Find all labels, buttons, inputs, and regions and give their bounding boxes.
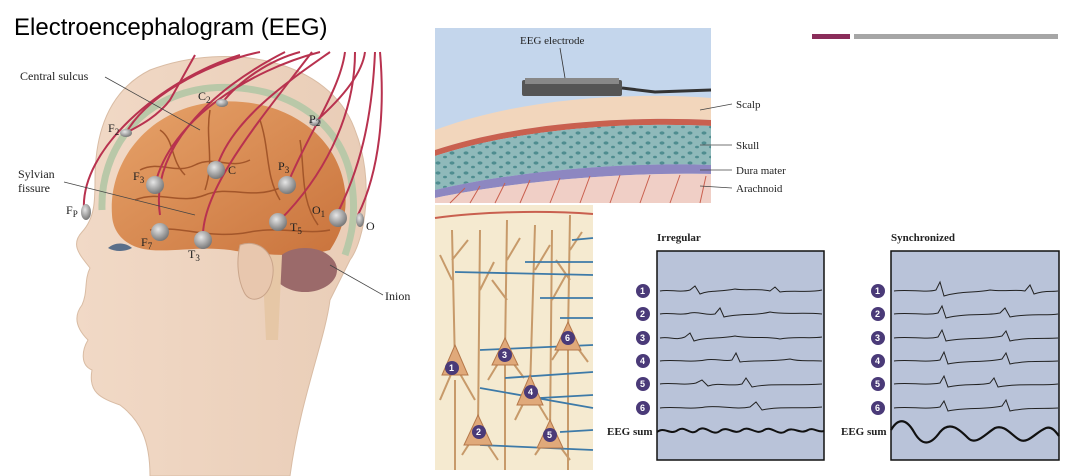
eeg-sum-trace-irregular — [656, 427, 825, 434]
label-f2: F2 — [108, 121, 119, 137]
electrode-p2 — [309, 118, 321, 126]
eeg-electrode-top — [525, 78, 619, 84]
scalp-band — [435, 118, 711, 156]
cerebellum — [273, 248, 337, 292]
neuron-number-markers: 1 2 3 4 5 6 — [445, 331, 575, 442]
label-scalp: Scalp — [736, 99, 761, 111]
skull-layer — [435, 124, 711, 190]
eeg-sum-label-synchronized: EEG sum — [841, 426, 887, 438]
eeg-electrode-wire — [621, 86, 712, 94]
label-central-sulcus: Central sulcus — [20, 69, 89, 83]
eye — [108, 243, 132, 251]
svg-text:2: 2 — [640, 309, 645, 319]
label-fp: FP — [66, 203, 78, 219]
panel-frame-irregular — [656, 250, 825, 461]
gyri — [134, 109, 331, 236]
panel-frame-synchronized — [890, 250, 1060, 461]
svg-text:6: 6 — [875, 403, 880, 413]
label-c2: C2 — [198, 89, 211, 105]
traces-synchronized — [893, 280, 1059, 412]
eeg-panel-synchronized: Synchronized 1 2 3 4 5 6 EEG sum — [841, 232, 1060, 461]
svg-text:3: 3 — [875, 333, 880, 343]
svg-text:5: 5 — [640, 379, 645, 389]
electrodes — [81, 99, 364, 249]
electrode-c — [207, 161, 225, 179]
label-p2: P2 — [309, 112, 320, 128]
electrode-t5 — [269, 213, 287, 231]
label-sylvian: Sylvian — [18, 167, 55, 181]
label-f3: F3 — [133, 169, 145, 185]
accent-bars — [812, 34, 1058, 40]
svg-text:4: 4 — [528, 387, 533, 397]
neuron-panel-vessel — [434, 210, 594, 219]
channel-markers-synchronized: 1 2 3 4 5 6 — [871, 284, 885, 415]
label-o: O — [366, 219, 375, 233]
label-eeg-electrode: EEG electrode — [520, 35, 585, 47]
label-skull: Skull — [736, 140, 759, 152]
svg-text:5: 5 — [875, 379, 880, 389]
label-c: C — [228, 163, 236, 177]
svg-text:6: 6 — [565, 333, 570, 343]
eeg-sum-label-irregular: EEG sum — [607, 426, 653, 438]
svg-text:3: 3 — [502, 350, 507, 360]
ear — [237, 243, 274, 300]
electrode-c2 — [216, 99, 228, 107]
electrode-f3 — [146, 176, 164, 194]
svg-text:5: 5 — [547, 430, 552, 440]
label-t5: T5 — [290, 220, 302, 236]
electrode-o1 — [329, 209, 347, 227]
svg-text:4: 4 — [875, 356, 880, 366]
label-p3: P3 — [278, 159, 290, 175]
eeg-electrode-leader — [559, 47, 566, 79]
arachnoid-vessels — [449, 174, 707, 204]
svg-text:2: 2 — [875, 309, 880, 319]
electrode-f2 — [120, 129, 132, 137]
brain — [111, 101, 346, 255]
electrode-p3 — [278, 176, 296, 194]
svg-text:6: 6 — [640, 403, 645, 413]
arachnoid-layer — [435, 173, 711, 203]
dura-layer — [435, 164, 711, 198]
layer-leaders — [699, 103, 733, 189]
svg-text:1: 1 — [449, 363, 454, 373]
electrode-o — [356, 213, 364, 227]
label-dura-mater: Dura mater — [736, 165, 786, 177]
label-t3: T3 — [188, 247, 200, 263]
panel-title-synchronized: Synchronized — [891, 232, 955, 244]
head-illustration: C2 F2 P2 F3 C P3 FP F7 T3 T5 O1 O Centra… — [18, 51, 410, 476]
leader-lines — [63, 76, 384, 296]
svg-text:1: 1 — [640, 286, 645, 296]
eeg-sum-trace-synchronized — [890, 420, 1060, 444]
label-inion: Inion — [385, 289, 410, 303]
channel-markers-irregular: 1 2 3 4 5 6 — [636, 284, 650, 415]
electrode-f7 — [151, 223, 169, 241]
skull-outline — [98, 83, 358, 257]
label-fissure: fissure — [18, 181, 50, 195]
cross-section: EEG electrode Scalp Skull Dura mater Ara… — [435, 28, 786, 204]
label-o1: O1 — [312, 203, 325, 219]
panel-title-irregular: Irregular — [657, 232, 701, 244]
neuron-panel: 1 2 3 4 5 6 — [434, 205, 594, 470]
page-title: Electroencephalogram (EEG) — [14, 14, 328, 41]
label-f7: F7 — [141, 235, 153, 251]
electrode-fp — [81, 204, 91, 220]
accent-bar-purple — [812, 34, 850, 39]
svg-text:4: 4 — [640, 356, 645, 366]
svg-text:3: 3 — [640, 333, 645, 343]
electrode-t3 — [194, 231, 212, 249]
scalp-layer — [435, 95, 711, 150]
svg-text:1: 1 — [875, 286, 880, 296]
eeg-panel-irregular: Irregular 1 2 3 4 5 6 EEG sum — [607, 232, 825, 461]
traces-irregular — [659, 285, 823, 411]
accent-bar-gray — [854, 34, 1058, 39]
label-arachnoid: Arachnoid — [736, 183, 783, 195]
svg-text:2: 2 — [476, 427, 481, 437]
